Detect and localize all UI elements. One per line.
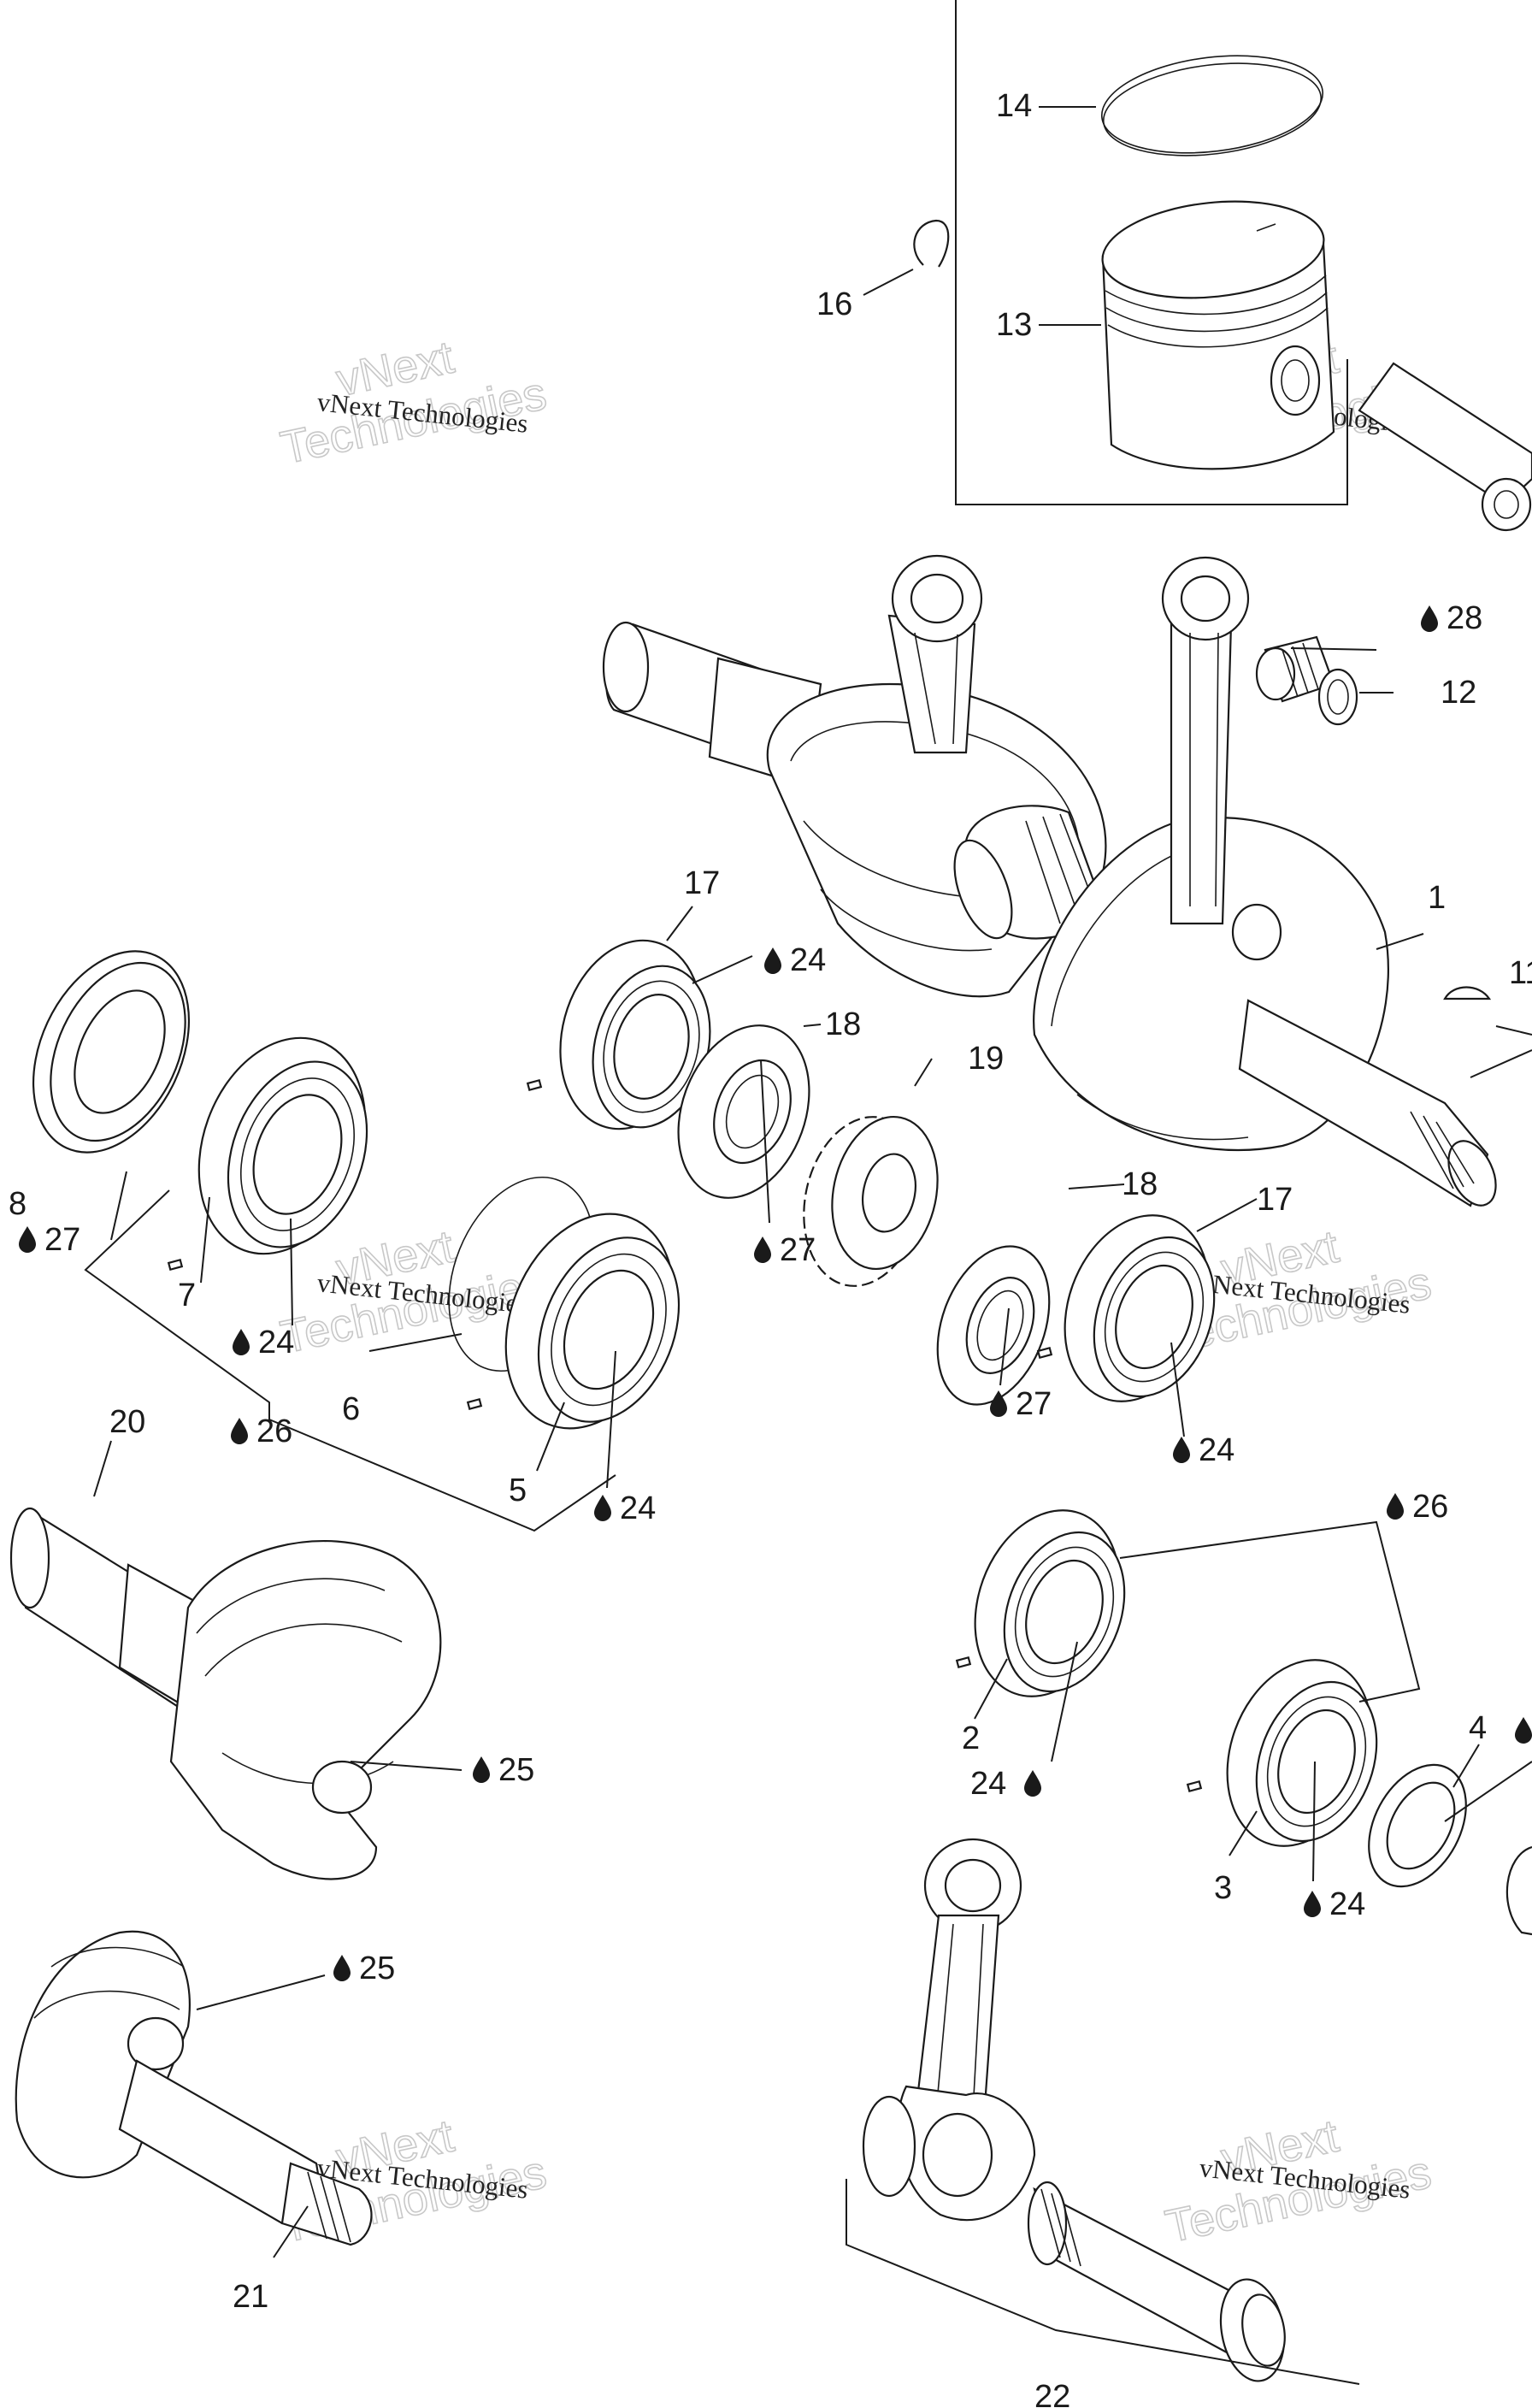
lubricant-callout-24: 24 (1173, 1432, 1234, 1468)
dowel-pin (1186, 1779, 1203, 1793)
droplet-icon (233, 1329, 250, 1355)
callout-17: 17 (684, 865, 720, 901)
callout-22: 22 (1034, 2379, 1070, 2408)
callout-17: 17 (1257, 1182, 1293, 1218)
svg-text:24: 24 (1329, 1886, 1365, 1922)
main-bearing (974, 1509, 1126, 1697)
droplet-icon (594, 1495, 611, 1521)
callout-18: 18 (825, 1006, 861, 1042)
lubricant-callout-26: 26 (231, 1414, 292, 1449)
callout-3: 3 (1214, 1870, 1232, 1906)
oil-seal (32, 950, 191, 1154)
oil-seal (1368, 1763, 1467, 1888)
lubricant-callout-24: 24 (1304, 1886, 1365, 1922)
piston-kit-box (955, 0, 1348, 505)
droplet-icon (1387, 1493, 1404, 1520)
thrust-washer (1317, 668, 1358, 726)
dowel-pin (466, 1397, 483, 1411)
dowel-pin (1036, 1346, 1053, 1360)
svg-text:25: 25 (498, 1752, 534, 1788)
svg-text:28: 28 (1447, 600, 1482, 636)
droplet-icon (231, 1418, 248, 1444)
dowel-pin (526, 1078, 543, 1092)
callout-20: 20 (109, 1404, 145, 1440)
svg-text:25: 25 (359, 1951, 395, 1986)
dowel-pin (167, 1258, 184, 1272)
oil-seal (1505, 1845, 1532, 1936)
lubricant-callout-27: 27 (19, 1222, 80, 1258)
droplet-icon (19, 1226, 36, 1253)
svg-text:24: 24 (1199, 1432, 1234, 1468)
droplet-icon (764, 947, 781, 974)
droplet-icon (1304, 1891, 1321, 1917)
droplet-icon (333, 1955, 351, 1981)
crankshaft-assembly (602, 554, 1497, 1207)
lubricant-callout-28: 28 (1421, 600, 1482, 636)
callout-5: 5 (509, 1473, 527, 1508)
svg-text:24: 24 (790, 942, 826, 978)
lubricant-callout-27: 27 (990, 1386, 1052, 1422)
callout-13: 13 (996, 307, 1032, 343)
callout-14: 14 (996, 88, 1032, 124)
oil-seal (677, 1024, 810, 1199)
main-bearing (1064, 1214, 1216, 1402)
lubricant-callout-26: 26 (1387, 1489, 1448, 1525)
callout-11: 11 (1509, 955, 1532, 991)
lubricant-callout-27: 27 (754, 1232, 816, 1268)
piston-pin (1358, 362, 1532, 532)
callout-6: 6 (342, 1391, 360, 1427)
main-bearing (504, 1213, 681, 1430)
callout-21: 21 (233, 2279, 268, 2315)
piston-circlip (913, 219, 950, 268)
crankshaft-half-pto (9, 1507, 442, 1880)
callout-18: 18 (1122, 1166, 1158, 1202)
callout-2: 2 (962, 1720, 980, 1756)
main-bearing (559, 939, 711, 1130)
watermark: vNext Technologies (276, 331, 551, 475)
crankshaft-half-mag (15, 1930, 373, 2246)
svg-text:27: 27 (44, 1222, 80, 1258)
woodruff-key (1443, 986, 1492, 1000)
svg-text:24: 24 (970, 1766, 1006, 1802)
svg-text:24: 24 (620, 1490, 656, 1526)
main-bearing (1226, 1659, 1378, 1847)
needle-bearing (1255, 635, 1335, 703)
svg-text:24: 24 (258, 1325, 294, 1360)
droplet-icon (1421, 605, 1438, 632)
svg-text:27: 27 (780, 1232, 816, 1268)
piston (1101, 200, 1335, 470)
conrod-kit-bracket (846, 2179, 1360, 2385)
lubricant-callout-24: 24 (970, 1766, 1041, 1802)
lubricant-callout-24: 24 (233, 1325, 294, 1360)
droplet-icon (754, 1236, 771, 1263)
droplet-icon (1515, 1717, 1532, 1744)
droplet-icon (1173, 1437, 1190, 1463)
leader-lines (93, 106, 1532, 2258)
lubricant-callout-25: 25 (333, 1951, 395, 1986)
droplet-icon (1024, 1770, 1041, 1797)
lubricant-callout-25: 25 (473, 1752, 534, 1788)
connecting-rod-kit (862, 1838, 1286, 2382)
oil-seal (936, 1245, 1051, 1406)
bearing-set-bracket (84, 1189, 616, 1532)
callout-12: 12 (1441, 675, 1476, 711)
lubricant-callout-24: 24 (594, 1490, 656, 1526)
callout-8: 8 (9, 1186, 27, 1222)
bearing-set-bracket (1119, 1520, 1421, 1703)
lubricant-callout-24: 24 (764, 942, 826, 978)
callout-1: 1 (1428, 880, 1446, 916)
piston-ring (1100, 55, 1324, 156)
callout-16: 16 (816, 286, 852, 322)
callout-4: 4 (1469, 1710, 1487, 1746)
droplet-icon (473, 1756, 490, 1783)
svg-text:26: 26 (256, 1414, 292, 1449)
dowel-pin (955, 1656, 972, 1669)
main-bearing (197, 1036, 368, 1255)
callout-19: 19 (968, 1041, 1004, 1077)
svg-text:27: 27 (1016, 1386, 1052, 1422)
crankshaft-gear (803, 1115, 939, 1287)
callout-7: 7 (178, 1278, 196, 1313)
svg-text:26: 26 (1412, 1489, 1448, 1525)
